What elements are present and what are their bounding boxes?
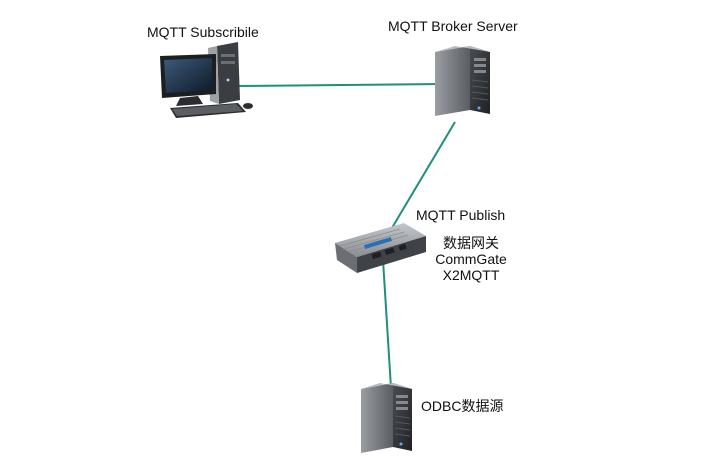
- desktop-computer-icon: [160, 42, 253, 118]
- gateway-name-line: X2MQTT: [442, 267, 500, 283]
- gateway-device-icon: [335, 223, 426, 273]
- link-subscriber-broker: [235, 83, 443, 87]
- gateway-name-label: 数据网关 CommGate X2MQTT: [431, 235, 511, 283]
- subscriber-label: MQTT Subscribile: [147, 24, 259, 40]
- publish-label: MQTT Publish: [416, 207, 506, 223]
- broker-label: MQTT Broker Server: [388, 18, 518, 34]
- tower-server-icon: [435, 46, 490, 116]
- odbc-label: ODBC数据源: [421, 398, 504, 414]
- link-gateway-odbc: [382, 259, 392, 389]
- gateway-name-line: CommGate: [435, 251, 507, 267]
- tower-server-icon: [361, 383, 412, 453]
- gateway-name-line: 数据网关: [443, 235, 499, 251]
